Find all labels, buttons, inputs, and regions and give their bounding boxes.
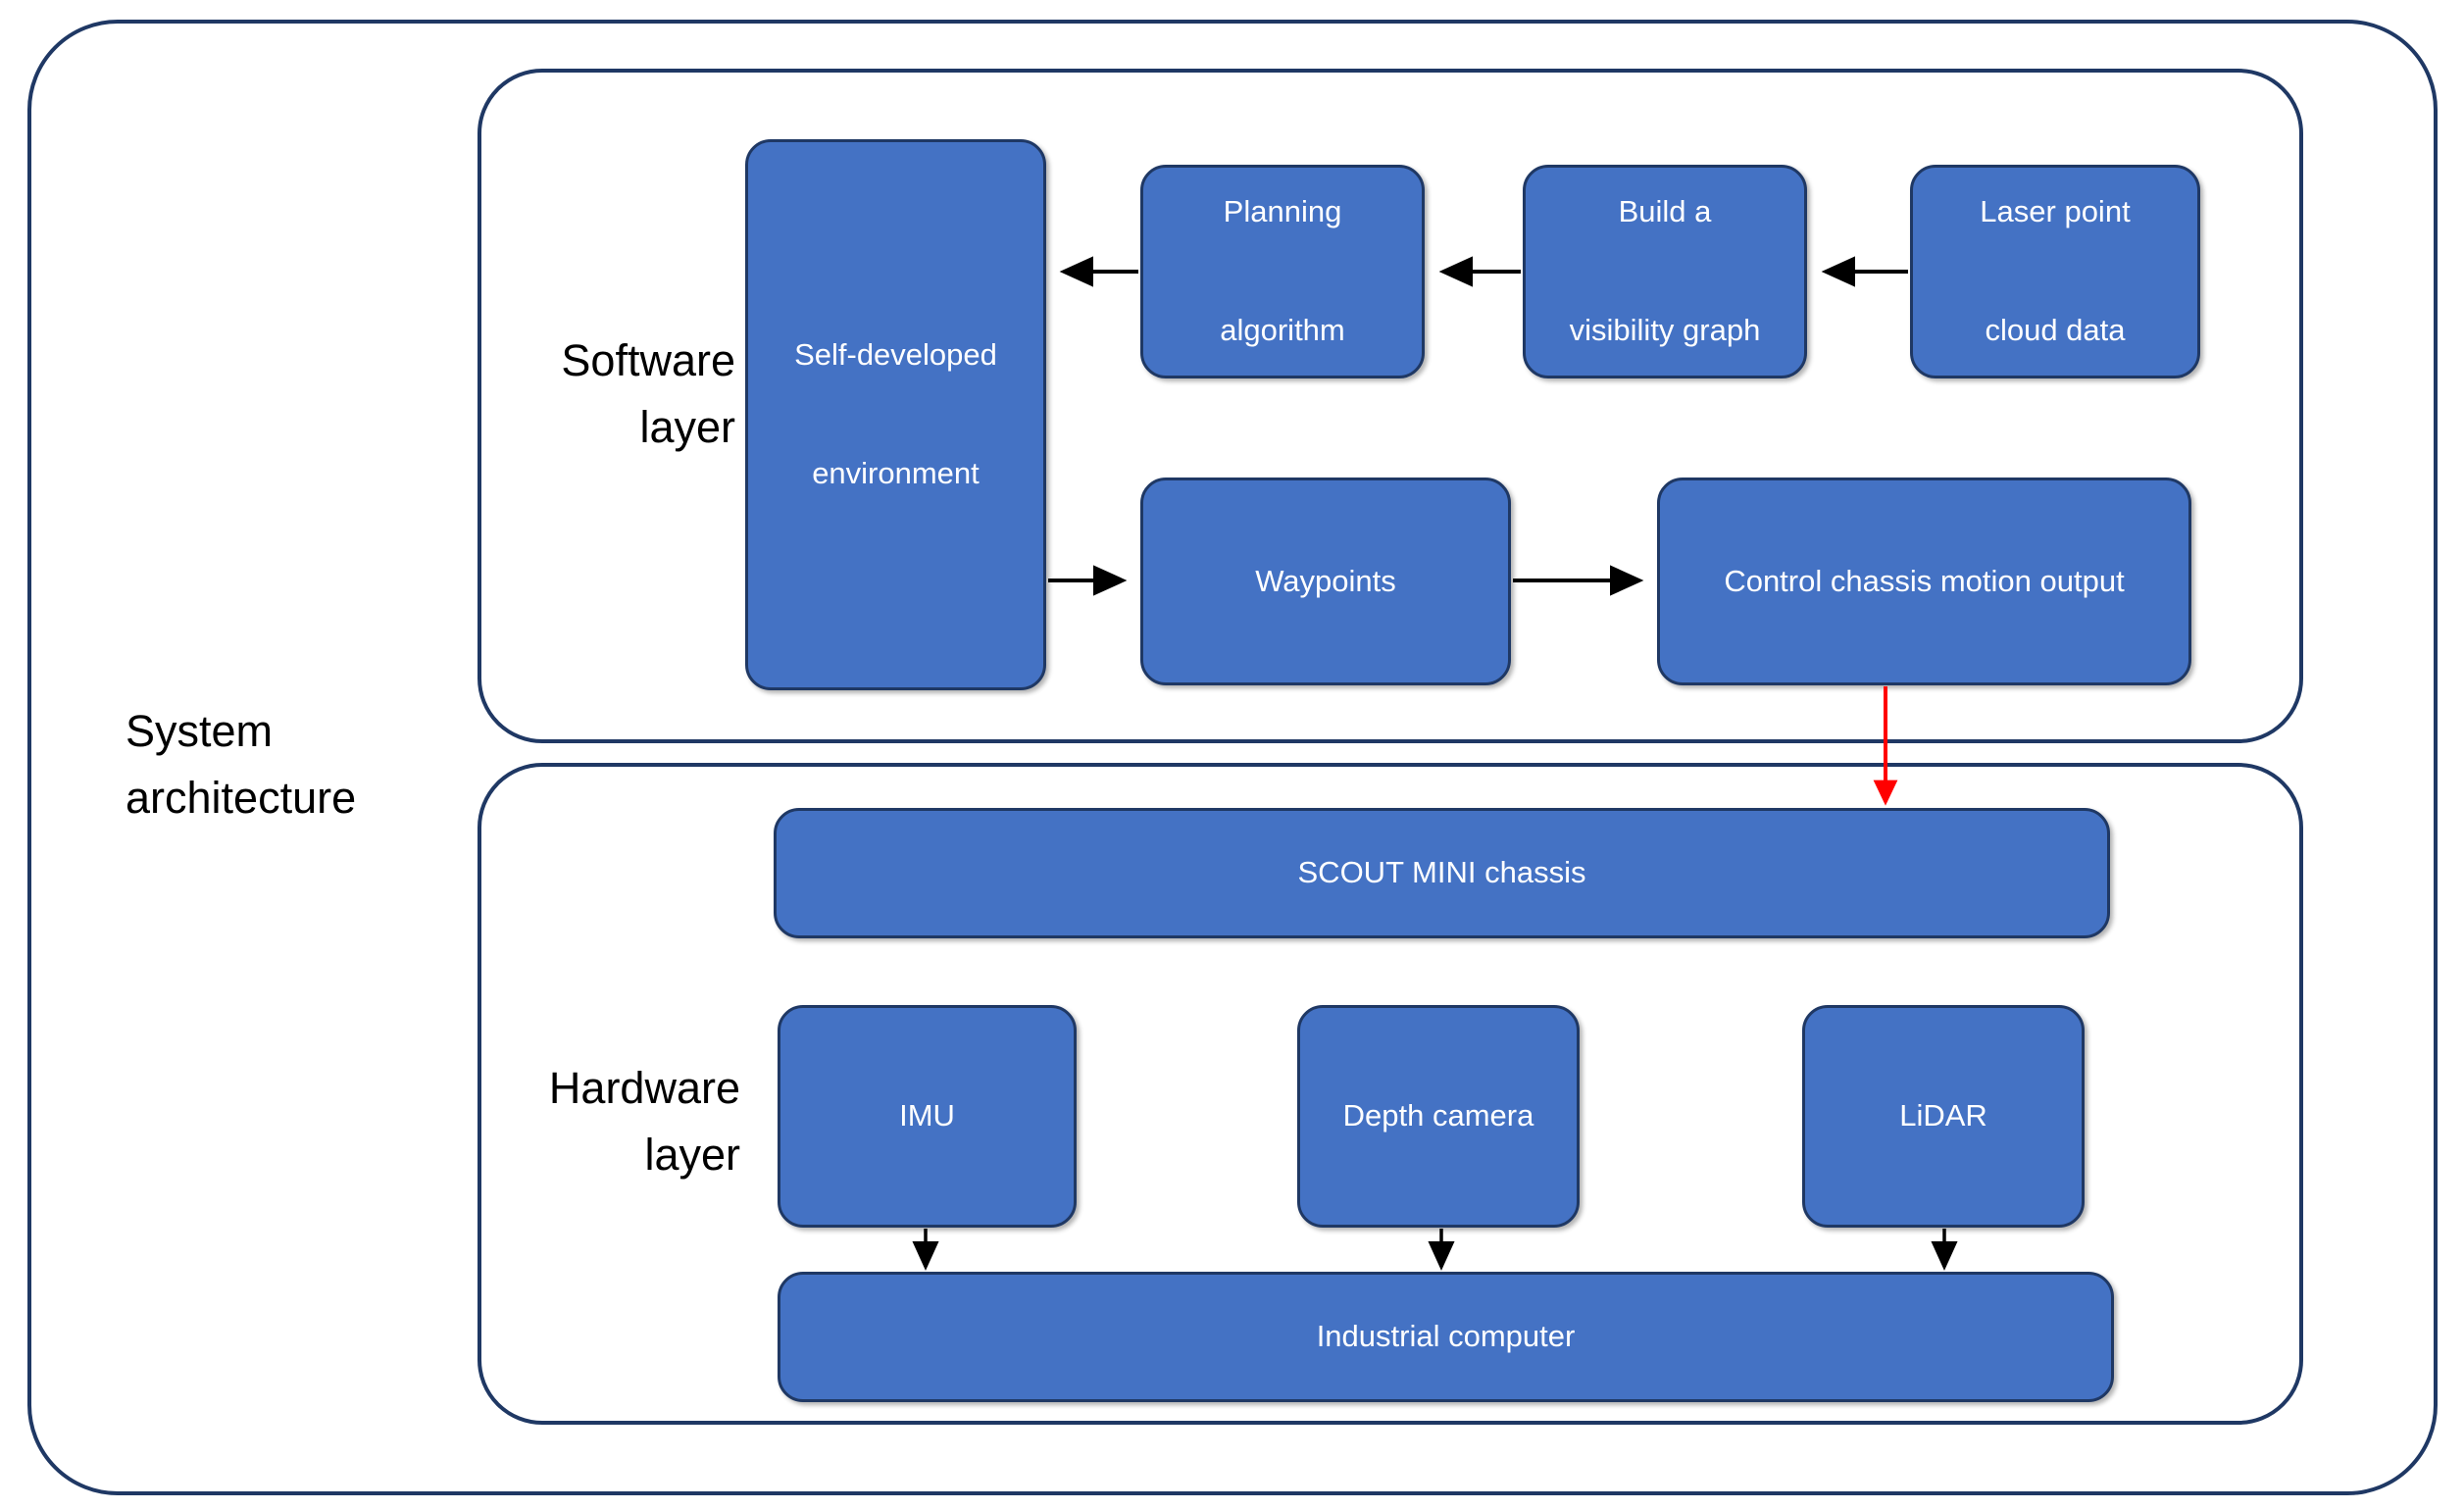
system-architecture-label: System architecture <box>126 706 357 823</box>
hardware-layer-container <box>478 763 2303 1425</box>
node-lidar[interactable]: LiDAR <box>1802 1005 2085 1228</box>
node-industrial-computer[interactable]: Industrial computer <box>778 1272 2114 1402</box>
node-waypoints[interactable]: Waypoints <box>1140 478 1511 685</box>
node-depth-camera[interactable]: Depth camera <box>1297 1005 1580 1228</box>
node-planning-algorithm[interactable]: Planning algorithm <box>1140 165 1425 378</box>
node-scout-mini-chassis[interactable]: SCOUT MINI chassis <box>774 808 2110 938</box>
software-layer-container <box>478 69 2303 743</box>
software-layer-label: Software layer <box>561 335 735 452</box>
system-architecture-container <box>27 20 2438 1495</box>
node-imu[interactable]: IMU <box>778 1005 1077 1228</box>
node-laser-point-cloud-data[interactable]: Laser point cloud data <box>1910 165 2200 378</box>
node-build-visibility-graph[interactable]: Build a visibility graph <box>1523 165 1807 378</box>
node-control-chassis-motion-output[interactable]: Control chassis motion output <box>1657 478 2191 685</box>
hardware-layer-label: Hardware layer <box>548 1063 740 1180</box>
node-self-developed-environment[interactable]: Self-developed environment <box>745 139 1046 690</box>
